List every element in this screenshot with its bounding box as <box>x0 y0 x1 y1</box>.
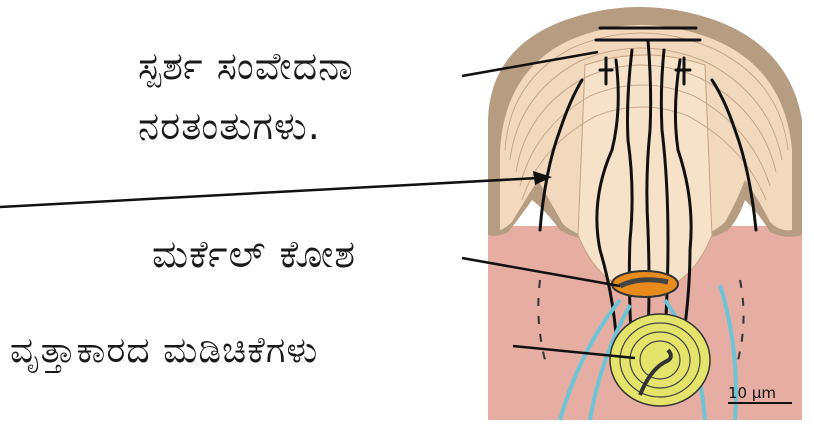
label-touch-nerve-line2: ನರತಂತುಗಳು. <box>138 104 321 149</box>
pointer-epidermis <box>0 178 538 207</box>
label-pacinian-corpuscle: ವೃತ್ತಾಕಾರದ ಮಡಿಚಿಕೆಗಳು <box>10 330 318 372</box>
label-merkel-cell: ಮರ್ಕೆಲ್ ಕೋಶ <box>152 232 356 277</box>
dermal-papilla <box>578 55 712 292</box>
pacinian-corpuscle <box>610 314 710 406</box>
label-touch-nerve-line1: ಸ್ಪರ್ಶ ಸಂವೇದನಾ <box>138 44 354 89</box>
scale-bar-label: 10 µm <box>728 384 776 402</box>
